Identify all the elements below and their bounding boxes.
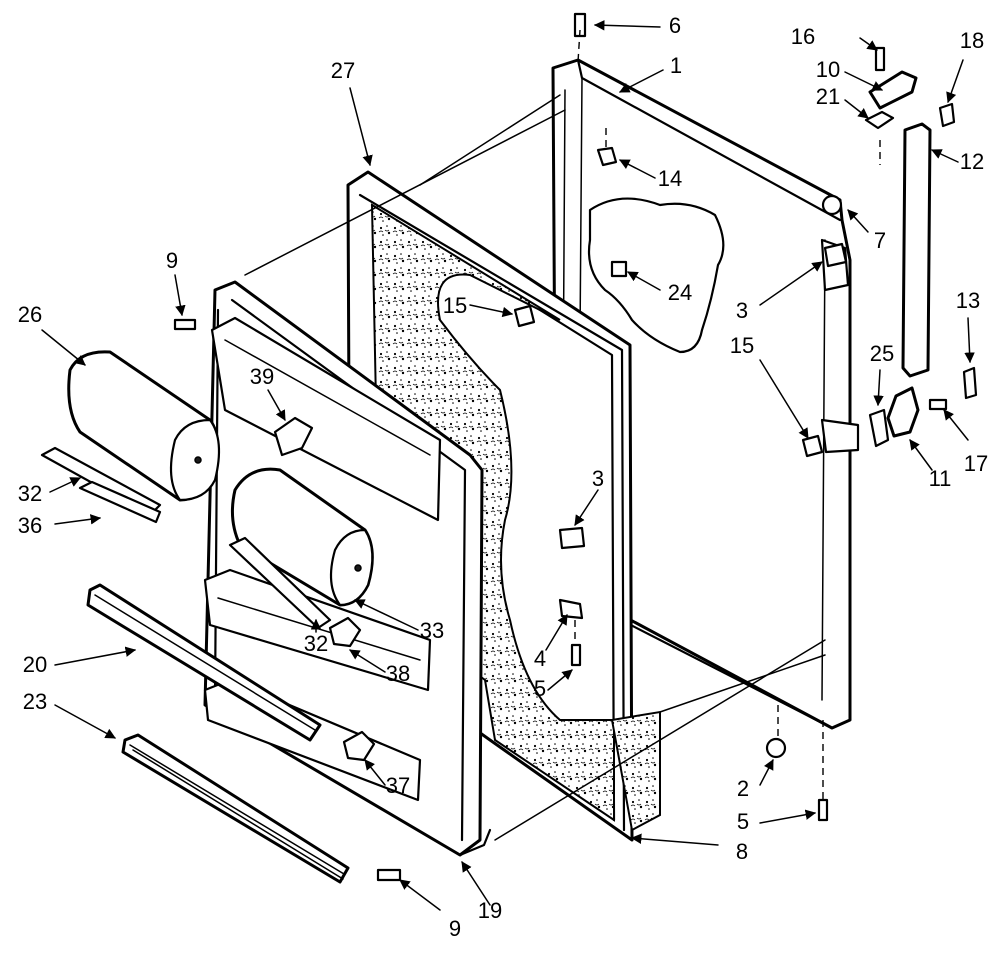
bushing-2	[765, 737, 787, 759]
callout-16: 16	[791, 24, 815, 49]
hinge-bar-12	[901, 122, 932, 378]
hinge-10	[868, 70, 918, 110]
callout-23: 23	[23, 689, 47, 714]
callout-32a: 32	[18, 481, 42, 506]
callout-3b: 3	[592, 466, 604, 491]
callout-32b: 32	[304, 631, 328, 656]
callout-26: 26	[18, 302, 42, 327]
cap-14	[596, 146, 618, 167]
callout-37: 37	[386, 773, 410, 798]
callout-36: 36	[18, 513, 42, 538]
callout-27: 27	[331, 58, 355, 83]
bracket-38	[328, 616, 362, 648]
callout-25: 25	[870, 341, 894, 366]
trim-strip-23	[121, 733, 350, 884]
screw-9b	[376, 868, 402, 882]
cap-13	[962, 366, 978, 400]
bracket-3b	[558, 526, 586, 550]
callout-17: 17	[964, 451, 988, 476]
callout-3a: 3	[736, 298, 748, 323]
door-bin-26	[67, 350, 221, 502]
screw-17	[928, 398, 948, 411]
callout-15a: 15	[443, 293, 467, 318]
callout-21: 21	[816, 84, 840, 109]
clip-15a	[513, 304, 536, 328]
shim-25	[868, 408, 890, 448]
callout-4: 4	[534, 646, 546, 671]
cap-18	[938, 102, 956, 128]
hinge-hardware	[864, 46, 978, 448]
callout-19: 19	[478, 898, 502, 923]
screw-16	[874, 46, 886, 72]
plug-7	[821, 194, 843, 216]
callout-12: 12	[960, 149, 984, 174]
leader-arrows	[41, 20, 975, 911]
cutaway-outline	[587, 197, 725, 354]
callout-7: 7	[874, 228, 886, 253]
hinge-pin-3a	[823, 242, 848, 268]
callout-2: 2	[737, 776, 749, 801]
callout-5a: 5	[534, 676, 546, 701]
callout-13: 13	[956, 288, 980, 313]
bracket-4	[558, 598, 584, 620]
shelf-strip-32b	[228, 536, 332, 630]
callout-33: 33	[420, 618, 444, 643]
shelf-strips-left	[40, 446, 162, 524]
callout-39: 39	[250, 364, 274, 389]
lower-hinge-11	[886, 386, 920, 438]
shim-21	[864, 110, 895, 130]
callout-9b: 9	[449, 916, 461, 941]
callout-labels: 6 1 14 24 16 10 21 18 12 7 3 15 13 25 17…	[18, 13, 988, 941]
callout-5b: 5	[737, 809, 749, 834]
screw-9a	[173, 318, 197, 331]
callout-10: 10	[816, 57, 840, 82]
callout-9a: 9	[166, 248, 178, 273]
callout-20: 20	[23, 652, 47, 677]
callout-6: 6	[669, 13, 681, 38]
callout-1: 1	[670, 53, 682, 78]
callout-15b: 15	[730, 333, 754, 358]
screw-5a	[570, 643, 582, 667]
callout-24: 24	[668, 280, 692, 305]
callout-11: 11	[929, 466, 952, 491]
clip-15b	[801, 434, 824, 458]
door-bin-33	[230, 467, 374, 607]
door-rail-20	[86, 583, 322, 742]
strip-36	[78, 480, 162, 524]
label-plate-24	[610, 260, 628, 278]
callout-38: 38	[386, 661, 410, 686]
bracket-37	[342, 730, 376, 762]
callout-14: 14	[658, 166, 682, 191]
screw-5b	[817, 798, 829, 822]
bracket-39	[273, 416, 314, 457]
callout-8: 8	[736, 839, 748, 864]
callout-18: 18	[960, 28, 984, 53]
